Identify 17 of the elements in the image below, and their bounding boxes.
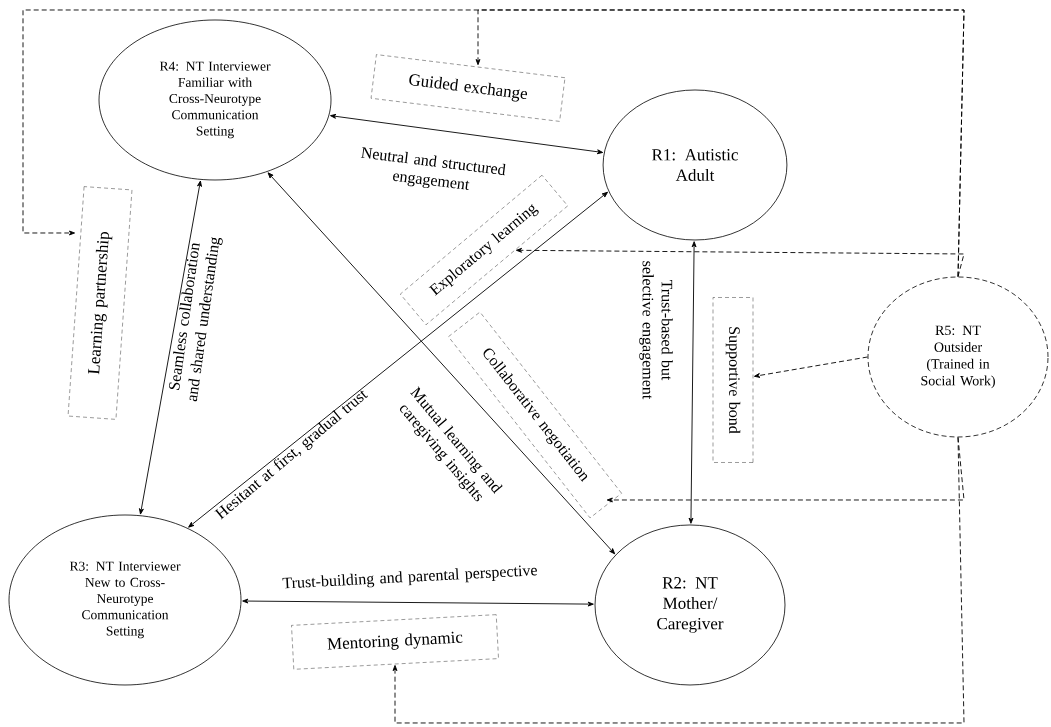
arrow xyxy=(22,9,965,278)
edge-label: Seamless collaboration and shared understanding xyxy=(169,237,223,402)
arrow xyxy=(330,113,604,155)
arrow xyxy=(392,436,965,724)
arrow xyxy=(242,598,594,607)
relationship-box: Guided exchange xyxy=(370,54,566,122)
arrow xyxy=(267,172,616,555)
arrow xyxy=(754,356,869,378)
arrow xyxy=(139,180,202,515)
arrow xyxy=(515,247,965,278)
arrow xyxy=(188,191,608,528)
relationship-box: Supportive bond xyxy=(712,297,754,463)
relationship-box: Learning partnership xyxy=(67,186,133,420)
edge-label: Trust-based but selective engagement xyxy=(639,261,673,400)
arrow xyxy=(688,241,697,524)
edge-label: Trust-building and parental perspective xyxy=(282,565,537,589)
relationship-box: Mentoring dynamic xyxy=(291,614,499,670)
